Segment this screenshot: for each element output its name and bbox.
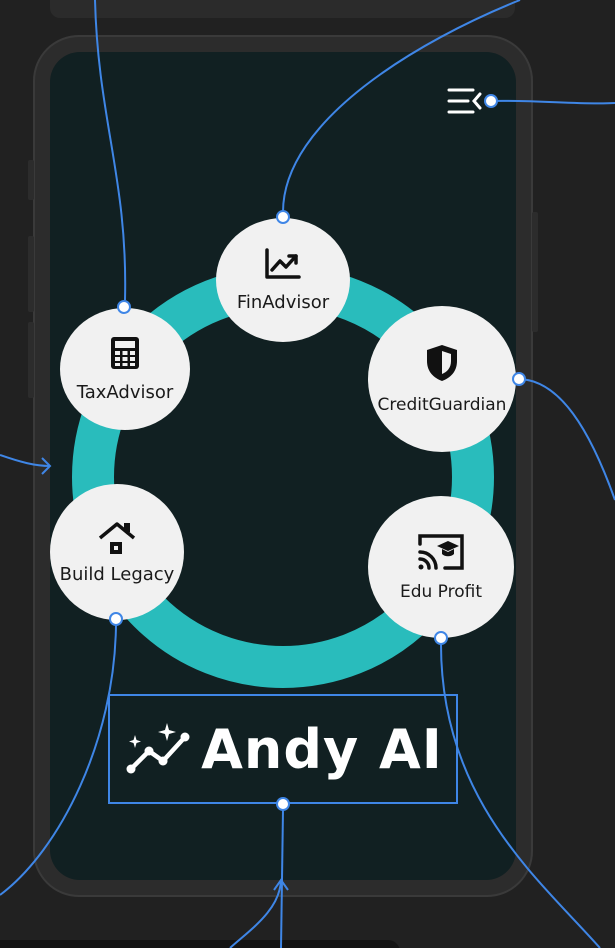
phone-side-button <box>28 160 34 200</box>
sparkle-trend-icon <box>126 723 190 774</box>
node-eduprofit[interactable]: Edu Profit <box>368 496 514 638</box>
cast-education-icon <box>418 534 464 570</box>
shield-icon <box>427 345 457 381</box>
node-eduprofit-label: Edu Profit <box>399 582 483 602</box>
node-buildlegacy-label: Build Legacy <box>59 563 175 585</box>
brand-name: Andy AI <box>201 717 443 781</box>
node-taxadvisor[interactable]: TaxAdvisor <box>60 308 190 430</box>
bottom-card <box>0 940 400 948</box>
menu-collapse-button[interactable] <box>446 86 486 116</box>
phone-side-button <box>532 212 538 332</box>
phone-side-button <box>28 236 34 312</box>
top-card <box>50 0 515 18</box>
node-finadvisor[interactable]: FinAdvisor <box>216 218 350 342</box>
phone-side-button <box>28 322 34 398</box>
node-buildlegacy[interactable]: Build Legacy <box>50 484 184 620</box>
house-icon <box>98 521 136 554</box>
menu-connector-dot[interactable] <box>484 94 498 108</box>
brand-connector-dot[interactable] <box>276 797 290 811</box>
chart-trend-icon <box>265 247 301 279</box>
node-finadvisor-label: FinAdvisor <box>236 291 330 313</box>
calculator-icon <box>111 336 139 369</box>
brand-box[interactable]: Andy AI <box>108 694 458 804</box>
buildlegacy-connector-dot[interactable] <box>109 612 123 626</box>
eduprofit-connector-dot[interactable] <box>434 631 448 645</box>
menu-collapse-icon <box>447 88 482 114</box>
wire-creditguardian <box>518 378 615 501</box>
creditguardian-connector-dot[interactable] <box>512 372 526 386</box>
taxadvisor-connector-dot[interactable] <box>117 300 131 314</box>
node-creditguardian[interactable]: CreditGuardian <box>368 306 516 452</box>
node-taxadvisor-label: TaxAdvisor <box>76 381 174 403</box>
node-creditguardian-label: CreditGuardian <box>377 395 507 415</box>
finadvisor-connector-dot[interactable] <box>276 210 290 224</box>
